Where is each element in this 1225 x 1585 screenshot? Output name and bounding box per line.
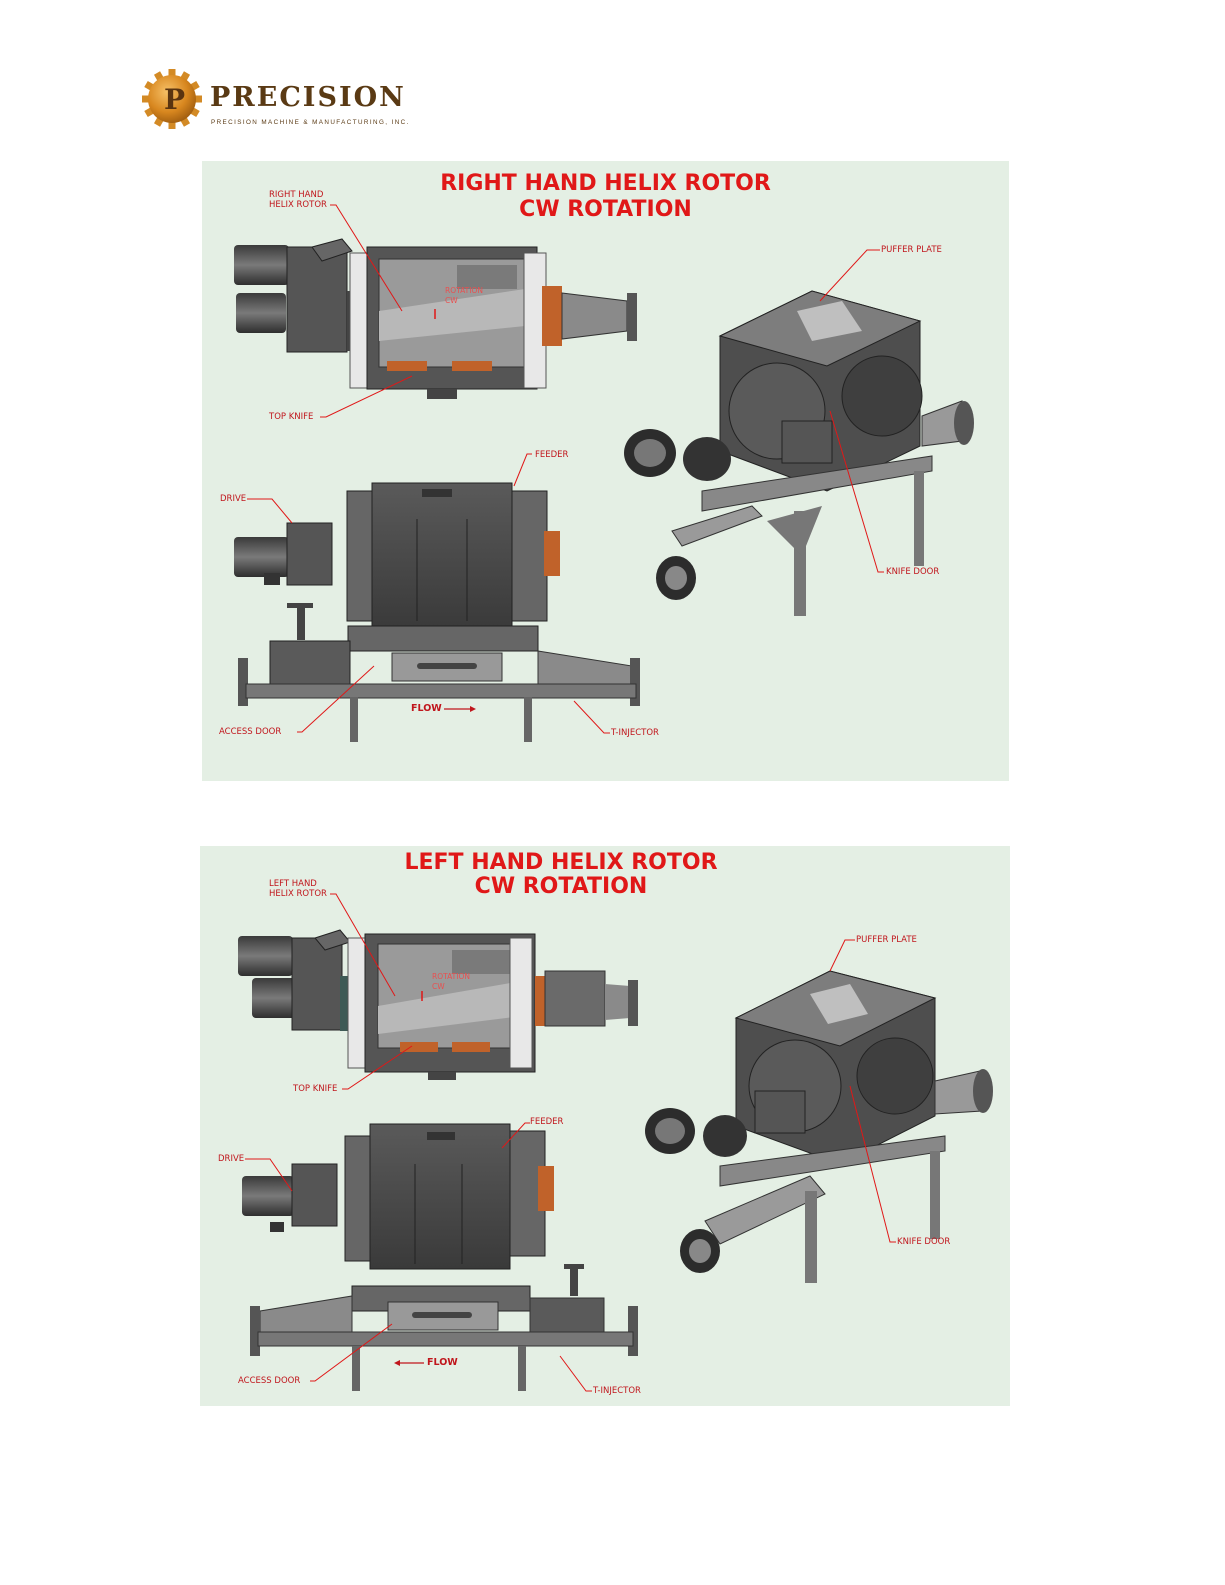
panel-right-hand-helix: RIGHT HAND HELIX ROTOR CW ROTATION RIGHT… <box>202 161 1009 781</box>
label-rotation: ROTATION CW <box>445 286 483 305</box>
label-knife-door: KNIFE DOOR <box>897 1237 951 1247</box>
label-feeder: FEEDER <box>530 1117 564 1127</box>
label-puffer-plate: PUFFER PLATE <box>881 245 942 255</box>
machine-drawing-left-hand <box>238 893 993 1392</box>
top-view-drawing <box>238 929 638 1080</box>
label-drive: DRIVE <box>220 494 247 504</box>
precision-logo: P PRECISION PRECISION MACHINE & MANUFACT… <box>140 68 420 130</box>
panel-title-line1: LEFT HAND HELIX ROTOR <box>404 850 718 875</box>
machine-drawing-right-hand <box>234 204 974 742</box>
panel-title-line2: CW ROTATION <box>474 874 648 899</box>
front-view-drawing <box>242 1123 638 1391</box>
flow-arrow-right <box>444 706 476 712</box>
label-helix-rotor: LEFT HAND HELIX ROTOR <box>269 879 327 899</box>
label-t-injector: T-INJECTOR <box>611 728 659 738</box>
leader-lines <box>247 204 884 734</box>
label-t-injector: T-INJECTOR <box>593 1386 641 1396</box>
panel-left-hand-helix: LEFT HAND HELIX ROTOR CW ROTATION LEFT H… <box>200 846 1010 1406</box>
label-access-door: ACCESS DOOR <box>219 727 282 737</box>
label-feeder: FEEDER <box>535 450 569 460</box>
panel-title-line2: CW ROTATION <box>519 197 692 222</box>
brand-name: PRECISION <box>210 82 406 113</box>
label-top-knife: TOP KNIFE <box>269 412 314 422</box>
label-puffer-plate: PUFFER PLATE <box>856 935 917 945</box>
svg-text:P: P <box>164 83 185 116</box>
top-view-drawing <box>234 238 637 399</box>
panel-title-line1: RIGHT HAND HELIX ROTOR <box>440 171 771 196</box>
label-knife-door: KNIFE DOOR <box>886 567 940 577</box>
brand-subtitle: PRECISION MACHINE & MANUFACTURING, INC. <box>211 119 410 126</box>
label-top-knife: TOP KNIFE <box>293 1084 338 1094</box>
label-rotation: ROTATION CW <box>432 972 470 991</box>
flow-arrow-left <box>394 1360 424 1366</box>
isometric-view-drawing <box>624 290 974 616</box>
isometric-view-drawing <box>645 970 993 1283</box>
label-helix-rotor: RIGHT HAND HELIX ROTOR <box>269 190 327 210</box>
label-flow: FLOW <box>427 1357 458 1368</box>
label-flow: FLOW <box>411 703 442 714</box>
label-access-door: ACCESS DOOR <box>238 1376 301 1386</box>
label-drive: DRIVE <box>218 1154 245 1164</box>
gear-p-logo-icon: P <box>142 69 202 129</box>
leader-lines <box>245 893 896 1392</box>
